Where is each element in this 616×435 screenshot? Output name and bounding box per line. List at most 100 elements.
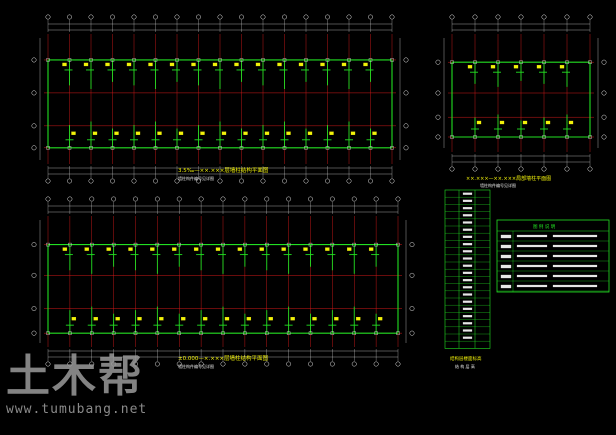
axis-bubble bbox=[31, 330, 37, 336]
axis-bubble bbox=[373, 196, 379, 202]
axis-bubble bbox=[198, 196, 204, 202]
axis-bubble bbox=[587, 14, 593, 20]
floor-table-title: 结构层楼面标高 bbox=[450, 355, 482, 362]
plan-partial-title: ××.×××—××.×××局部墙柱平面图 bbox=[466, 175, 551, 182]
column-marker bbox=[239, 58, 244, 62]
column-marker bbox=[304, 58, 308, 62]
column-marker bbox=[396, 242, 400, 247]
legend-text bbox=[552, 234, 598, 238]
column-marker bbox=[68, 331, 72, 335]
axis-bubble bbox=[601, 114, 607, 120]
axis-bubble bbox=[110, 178, 115, 184]
column-marker bbox=[450, 60, 454, 64]
axis-bubble bbox=[325, 178, 330, 184]
plan-lower-title: ±0.000—×.×××层墙柱结构平面图 bbox=[178, 354, 269, 362]
axis-bubble bbox=[308, 361, 313, 367]
floor-level-table bbox=[444, 189, 491, 349]
member-tag bbox=[215, 247, 221, 251]
member-tag bbox=[522, 120, 528, 125]
axis-bubble bbox=[174, 178, 180, 184]
column-marker bbox=[132, 58, 136, 62]
member-tag bbox=[363, 62, 368, 67]
member-tag bbox=[303, 247, 308, 251]
legend-text bbox=[516, 274, 548, 278]
axis-bubble bbox=[260, 14, 266, 20]
member-tag bbox=[334, 317, 339, 321]
member-tag bbox=[202, 317, 208, 321]
member-tag bbox=[150, 247, 155, 251]
axis-bubble bbox=[403, 57, 409, 63]
column-marker bbox=[67, 146, 72, 150]
axis-bubble bbox=[346, 178, 352, 184]
axis-bubble bbox=[495, 166, 501, 172]
column-marker bbox=[352, 242, 356, 247]
axis-bubble bbox=[88, 14, 94, 20]
lower-floor-plan bbox=[31, 196, 415, 367]
member-tag bbox=[106, 247, 111, 251]
member-tag bbox=[221, 131, 227, 135]
member-tag bbox=[148, 62, 153, 67]
legend-swatch bbox=[500, 264, 512, 269]
table-cell-text bbox=[462, 214, 473, 217]
axis-bubble bbox=[303, 14, 309, 20]
axis-bubble bbox=[31, 306, 37, 312]
column-marker bbox=[519, 135, 523, 139]
legend-frame bbox=[496, 219, 610, 293]
drawing-titles: 3.5‰—××.×××层墙柱结构平面图 墙柱构件编号见详图 ±0.000—×.×… bbox=[178, 166, 556, 369]
legend-text bbox=[516, 254, 548, 258]
axis-bubble bbox=[282, 178, 287, 184]
member-tag bbox=[559, 65, 565, 69]
member-tag bbox=[157, 131, 162, 135]
column-marker bbox=[218, 146, 222, 150]
column-marker bbox=[496, 135, 500, 139]
axis-bubble bbox=[601, 134, 607, 140]
column-marker bbox=[473, 135, 477, 139]
axis-bubble bbox=[541, 14, 547, 20]
member-tag bbox=[191, 62, 196, 67]
axis-bubble bbox=[89, 361, 95, 367]
column-marker bbox=[221, 331, 225, 335]
column-marker bbox=[46, 242, 50, 247]
table-cell-text bbox=[462, 228, 473, 231]
axis-bubble bbox=[67, 196, 73, 202]
axis-bubble bbox=[198, 361, 204, 367]
axis-bubble bbox=[449, 14, 455, 20]
column-marker bbox=[110, 58, 115, 62]
column-marker bbox=[243, 242, 247, 247]
member-tag bbox=[347, 247, 352, 251]
table-cell-text bbox=[462, 279, 473, 282]
plan-upper-subtitle: 墙柱构件编号见详图 bbox=[178, 175, 214, 181]
member-tag bbox=[372, 131, 377, 135]
axis-bubble bbox=[435, 59, 441, 65]
legend-text bbox=[552, 244, 598, 248]
legend-box bbox=[496, 219, 610, 293]
member-tag bbox=[536, 65, 542, 69]
member-tag bbox=[159, 317, 164, 321]
axis-bubble bbox=[351, 361, 357, 367]
column-marker bbox=[390, 58, 394, 62]
column-marker bbox=[542, 135, 546, 139]
legend-text bbox=[552, 284, 598, 288]
table-cell-text bbox=[462, 293, 473, 296]
axis-bubble bbox=[472, 166, 478, 172]
member-tag bbox=[115, 317, 120, 321]
table-cell-text bbox=[462, 243, 473, 246]
legend-swatch bbox=[500, 254, 512, 259]
member-tag bbox=[178, 131, 184, 135]
column-marker bbox=[132, 146, 136, 150]
column-marker bbox=[177, 331, 181, 335]
column-marker bbox=[325, 58, 330, 62]
member-tag bbox=[128, 247, 133, 251]
member-tag bbox=[83, 62, 89, 67]
member-tag bbox=[490, 65, 496, 69]
column-marker bbox=[175, 58, 179, 62]
column-marker bbox=[90, 331, 94, 335]
axis-bubble bbox=[67, 14, 72, 20]
column-marker bbox=[221, 242, 225, 247]
floor-table-subtitle: 结 构 层 高 bbox=[455, 363, 475, 369]
column-marker bbox=[347, 58, 351, 62]
column-marker bbox=[196, 58, 201, 62]
member-tag bbox=[268, 317, 273, 321]
axis-bubble bbox=[31, 242, 37, 248]
column-marker bbox=[239, 146, 244, 150]
